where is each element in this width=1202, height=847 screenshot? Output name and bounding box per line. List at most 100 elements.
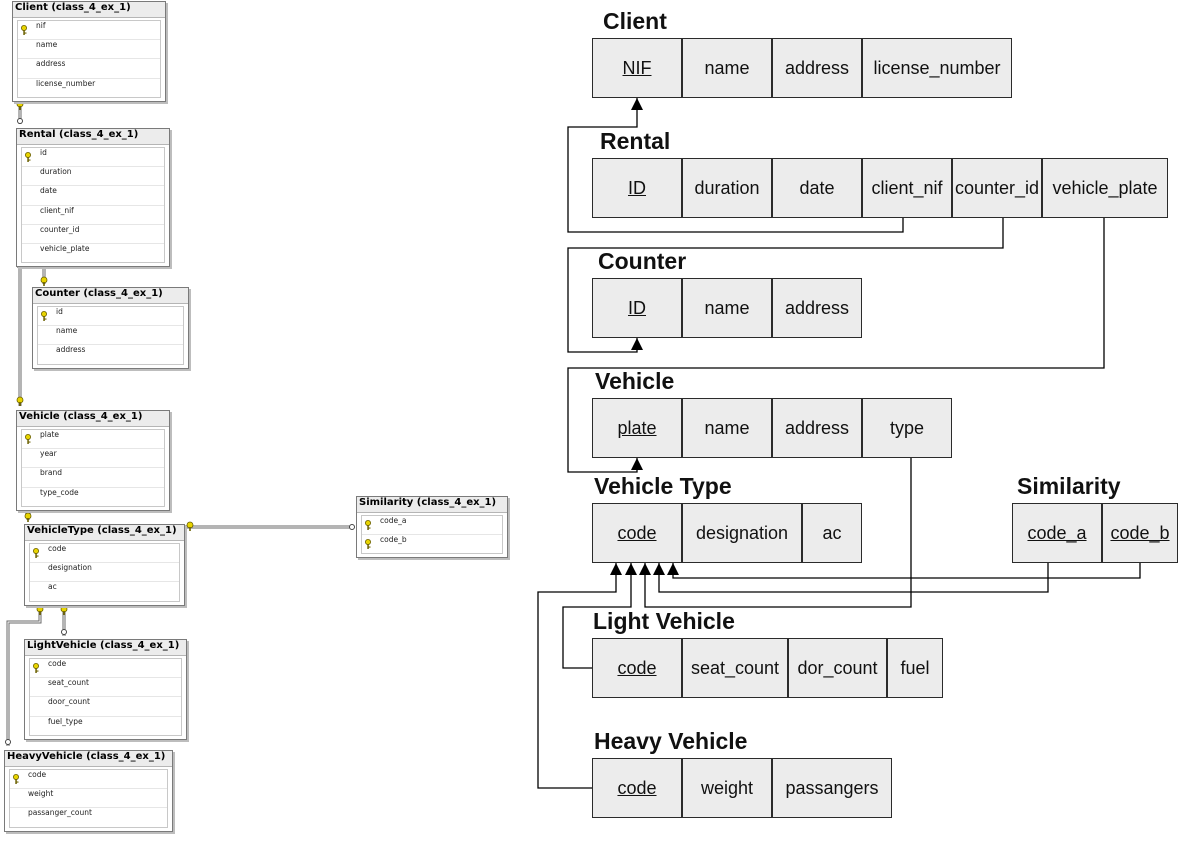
key-icon bbox=[22, 148, 38, 166]
attribute-cell-date: date bbox=[772, 158, 862, 218]
attribute-name: passangers bbox=[785, 777, 879, 798]
attribute-cell-id: ID bbox=[592, 158, 682, 218]
ssms-column-row[interactable]: seat_count bbox=[30, 678, 181, 698]
attribute-cell-code: code bbox=[592, 638, 682, 698]
ssms-column-row[interactable]: counter_id bbox=[22, 225, 164, 244]
ssms-column-name: seat_count bbox=[48, 678, 89, 688]
ssms-column-row[interactable]: passanger_count bbox=[10, 808, 167, 826]
attribute-name: duration bbox=[694, 177, 760, 198]
ssms-column-row[interactable]: name bbox=[38, 326, 183, 346]
attribute-name: code bbox=[617, 522, 657, 543]
arrowhead bbox=[639, 563, 651, 575]
ssms-column-name: name bbox=[36, 40, 58, 50]
ssms-table-title: Client (class_4_ex_1) bbox=[13, 2, 165, 18]
attribute-name: ID bbox=[628, 177, 646, 198]
ssms-column-name: door_count bbox=[48, 697, 90, 707]
attribute-cell-plate: plate bbox=[592, 398, 682, 458]
ssms-column-row[interactable]: address bbox=[38, 345, 183, 363]
ssms-column-row[interactable]: code bbox=[30, 544, 179, 564]
attribute-cell-passangers: passangers bbox=[772, 758, 892, 818]
ssms-column-row[interactable]: brand bbox=[22, 468, 164, 488]
ssms-column-row[interactable]: name bbox=[18, 40, 160, 60]
column-spacer bbox=[22, 244, 38, 262]
ssms-column-row[interactable]: nif bbox=[18, 21, 160, 41]
relation-title-rental: Rental bbox=[600, 128, 671, 154]
key-icon bbox=[38, 307, 54, 325]
ssms-column-row[interactable]: plate bbox=[22, 430, 164, 450]
arrowhead bbox=[631, 98, 643, 110]
ssms-column-name: id bbox=[40, 148, 47, 157]
column-spacer bbox=[10, 789, 26, 807]
ssms-column-row[interactable]: vehicle_plate bbox=[22, 244, 164, 262]
ssms-column-row[interactable]: fuel_type bbox=[30, 717, 181, 735]
attribute-name: license_number bbox=[873, 57, 1001, 78]
attribute-name: vehicle_plate bbox=[1052, 177, 1158, 198]
ssms-column-name: designation bbox=[48, 563, 92, 573]
ssms-column-name: type_code bbox=[40, 487, 79, 497]
attribute-name: fuel bbox=[900, 657, 930, 678]
attribute-cell-seat-count: seat_count bbox=[682, 638, 788, 698]
relationship-key-icon bbox=[24, 512, 32, 522]
ssms-column-row[interactable]: ac bbox=[30, 582, 179, 600]
ssms-column-name: code_b bbox=[380, 535, 407, 545]
column-spacer bbox=[22, 167, 38, 185]
ssms-column-row[interactable]: designation bbox=[30, 563, 179, 583]
arrowhead bbox=[610, 563, 622, 575]
relation-title-vehicle: Vehicle bbox=[595, 368, 675, 394]
ssms-column-row[interactable]: door_count bbox=[30, 697, 181, 717]
ssms-column-row[interactable]: year bbox=[22, 449, 164, 469]
attribute-cell-address: address bbox=[772, 38, 862, 98]
ssms-column-row[interactable]: duration bbox=[22, 167, 164, 187]
arrowhead bbox=[625, 563, 637, 575]
ssms-column-row[interactable]: code_b bbox=[362, 535, 502, 553]
relationship-key-icon bbox=[16, 396, 24, 406]
column-spacer bbox=[30, 717, 46, 735]
relationship-key-icon bbox=[186, 521, 194, 531]
attribute-cell-code: code bbox=[592, 758, 682, 818]
fk-arrow-vehicle-type bbox=[644, 458, 912, 608]
attribute-name: ID bbox=[628, 297, 646, 318]
attribute-cell-dor-count: dor_count bbox=[788, 638, 887, 698]
key-icon bbox=[18, 21, 34, 39]
ssms-table-title: Rental (class_4_ex_1) bbox=[17, 129, 169, 145]
fk-arrow-similarity-code-b bbox=[672, 563, 1141, 579]
attribute-name: address bbox=[784, 417, 850, 438]
ssms-column-row[interactable]: code_a bbox=[362, 516, 502, 536]
attribute-cell-type: type bbox=[862, 398, 952, 458]
ssms-column-row[interactable]: id bbox=[38, 307, 183, 327]
ssms-column-name: code bbox=[28, 770, 47, 779]
relation-title-vehicle-type: Vehicle Type bbox=[594, 473, 732, 499]
attribute-cell-code-a: code_a bbox=[1012, 503, 1102, 563]
ssms-column-name: client_nif bbox=[40, 205, 74, 215]
ssms-column-name: nif bbox=[36, 21, 46, 30]
ssms-column-row[interactable]: id bbox=[22, 148, 164, 168]
ssms-column-row[interactable]: client_nif bbox=[22, 206, 164, 225]
attribute-cell-id: ID bbox=[592, 278, 682, 338]
relationship-key-icon bbox=[40, 276, 48, 286]
key-icon bbox=[10, 770, 26, 788]
ssms-column-row[interactable]: code bbox=[30, 659, 181, 679]
attribute-name: plate bbox=[617, 417, 657, 438]
relationship-key-icon bbox=[36, 605, 44, 615]
ssms-column-row[interactable]: date bbox=[22, 186, 164, 206]
ssms-column-row[interactable]: code bbox=[10, 770, 167, 790]
arrowhead bbox=[667, 563, 679, 575]
attribute-cell-address: address bbox=[772, 398, 862, 458]
attribute-cell-designation: designation bbox=[682, 503, 802, 563]
attribute-name: designation bbox=[695, 522, 789, 543]
ssms-column-row[interactable]: weight bbox=[10, 789, 167, 809]
attribute-cell-code: code bbox=[592, 503, 682, 563]
ssms-column-row[interactable]: address bbox=[18, 59, 160, 79]
ssms-column-row[interactable]: license_number bbox=[18, 79, 160, 97]
ssms-column-row[interactable]: type_code bbox=[22, 488, 164, 506]
attribute-name: name bbox=[704, 57, 750, 78]
ssms-column-name: weight bbox=[28, 789, 54, 799]
